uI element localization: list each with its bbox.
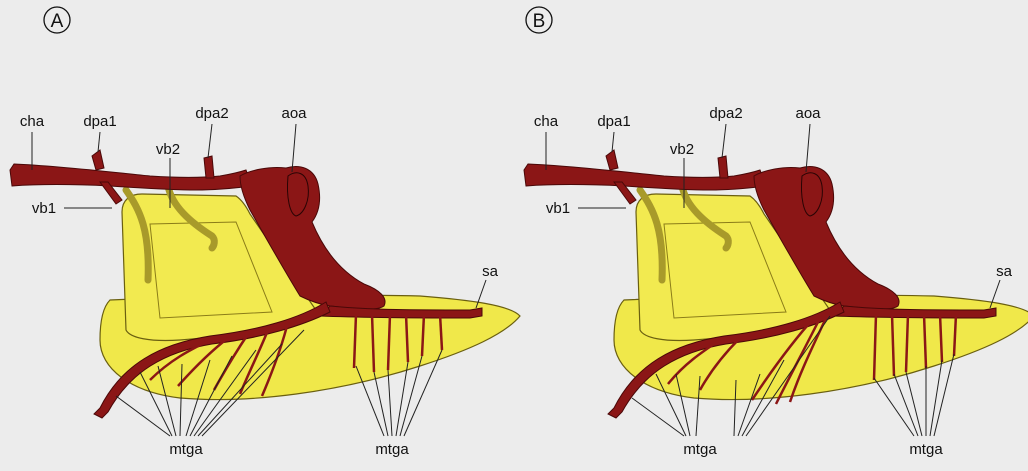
label-sa: sa (996, 263, 1013, 280)
dpa1-leader (612, 132, 614, 152)
anatomy-illustration (10, 150, 520, 418)
panel-a: A (10, 7, 520, 458)
label-dpa1: dpa1 (83, 113, 116, 130)
label-dpa1: dpa1 (597, 113, 630, 130)
label-dpa2: dpa2 (195, 105, 228, 122)
label-mtga-left: mtga (683, 441, 717, 458)
dpa2-leader (208, 124, 212, 158)
label-mtga-left: mtga (169, 441, 203, 458)
aoa-leader (292, 124, 296, 172)
label-cha: cha (534, 113, 559, 130)
label-vb1: vb1 (546, 200, 570, 217)
panel-letter: A (51, 11, 64, 32)
label-cha: cha (20, 113, 45, 130)
dpa2-leader (722, 124, 726, 158)
panel-letter: B (533, 11, 546, 32)
panel-b: B (524, 7, 1028, 458)
aoa-leader (806, 124, 810, 172)
label-aoa: aoa (281, 105, 307, 122)
label-mtga-right: mtga (909, 441, 943, 458)
label-vb2: vb2 (156, 141, 180, 158)
label-dpa2: dpa2 (709, 105, 742, 122)
label-vb2: vb2 (670, 141, 694, 158)
label-vb1: vb1 (32, 200, 56, 217)
label-mtga-right: mtga (375, 441, 409, 458)
label-aoa: aoa (795, 105, 821, 122)
dpa1-leader (98, 132, 100, 152)
anatomy-illustration (524, 150, 1028, 418)
label-sa: sa (482, 263, 499, 280)
